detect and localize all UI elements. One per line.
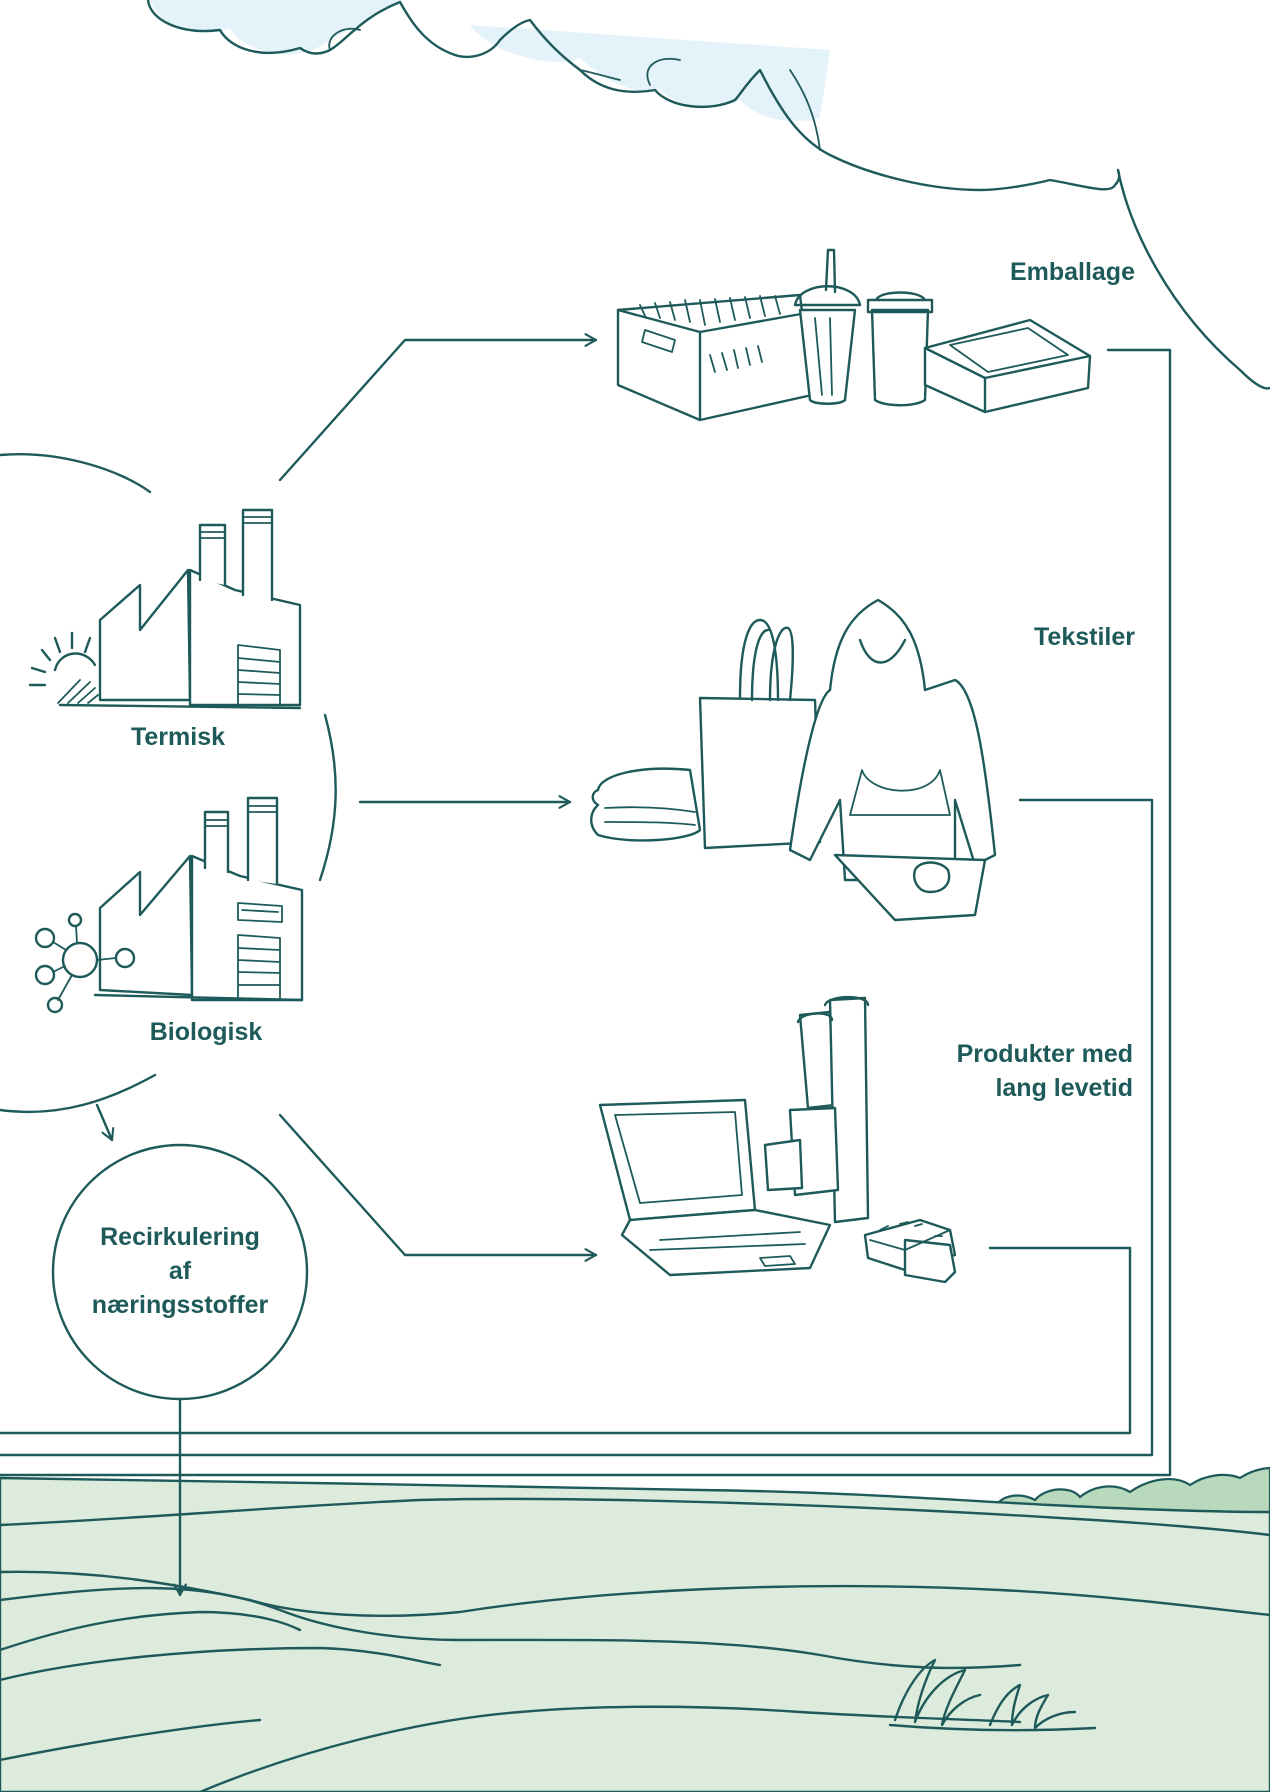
recirkulering-label: Recirkulering af næringsstoffer xyxy=(60,1220,300,1322)
recirkulering-label-line1: Recirkulering xyxy=(60,1220,300,1254)
fields xyxy=(0,1468,1270,1792)
sun-icon xyxy=(30,633,98,703)
thermal-factory-icon xyxy=(30,510,300,708)
produkter-label: Produkter med lang levetid xyxy=(893,1037,1133,1105)
recirkulering-label-line2: af xyxy=(60,1254,300,1288)
produkter-label-line1: Produkter med xyxy=(893,1037,1133,1071)
biologisk-label: Biologisk xyxy=(126,1015,286,1049)
recirkulering-label-line3: næringsstoffer xyxy=(60,1288,300,1322)
biological-factory-icon xyxy=(36,798,302,1012)
tekstiler-label: Tekstiler xyxy=(935,620,1135,654)
emballage-label: Emballage xyxy=(935,255,1135,289)
plant-arc xyxy=(0,454,336,1112)
field-area xyxy=(0,1478,1270,1792)
termisk-label: Termisk xyxy=(98,720,258,754)
produkter-label-line2: lang levetid xyxy=(893,1071,1133,1105)
